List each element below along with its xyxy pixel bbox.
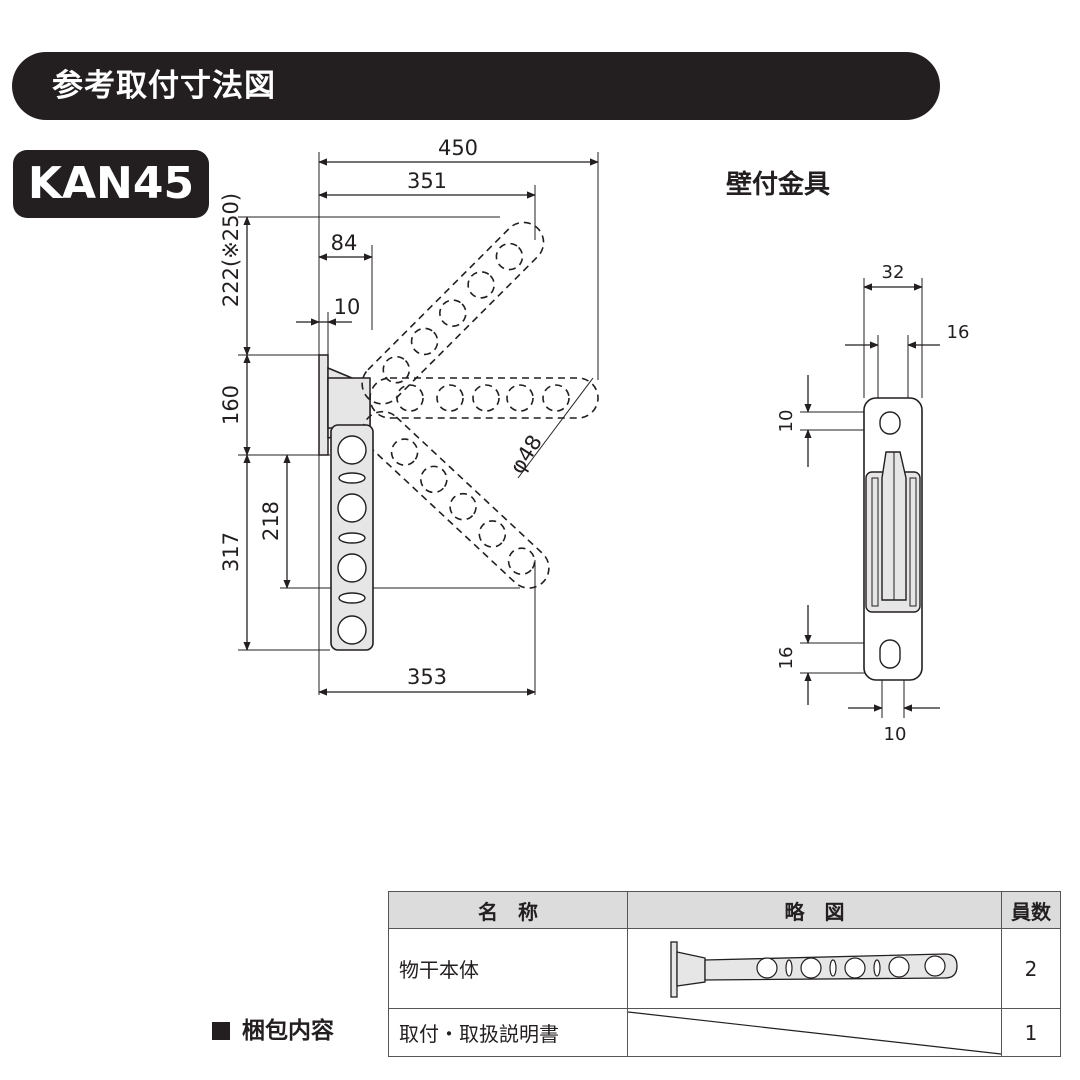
row-qty-main-body: 2 [1001, 928, 1061, 1009]
bracket-dimension-lines [804, 283, 940, 712]
dim-arm-width: 351 [407, 169, 447, 193]
arm-upper [361, 221, 545, 405]
dim-total-width: 450 [438, 136, 478, 160]
dim-lower-height: 317 [219, 532, 243, 572]
horizontal-dimension-lines [296, 158, 599, 696]
row-figure-manual [627, 1008, 1002, 1057]
dim-bracket-width: 32 [882, 262, 905, 283]
upper-slot [879, 411, 901, 435]
dim-hanger-drop: 218 [259, 501, 283, 541]
bracket-plate [863, 397, 923, 681]
dim-upper-height: 222(※250) [219, 193, 243, 307]
dim-slot-offset: 16 [947, 322, 970, 343]
model-label: KAN45 [27, 158, 195, 209]
section-title: 参考取付寸法図 [52, 68, 276, 104]
arm-horizontal [369, 377, 599, 419]
lower-slot [879, 639, 901, 669]
hanger-sketch-icon [669, 940, 958, 998]
header-qty: 員数 [1001, 891, 1061, 929]
dim-pipe-diameter: φ48 [505, 431, 547, 478]
row-name-manual: 取付・取扱説明書 [388, 1008, 628, 1057]
table-row: 取付・取扱説明書 1 [388, 1008, 1061, 1057]
diagonal-strike [628, 1010, 1001, 1055]
model-badge: KAN45 [13, 150, 209, 218]
package-title: 梱包内容 [212, 1016, 334, 1046]
extension-lines [238, 152, 599, 695]
row-figure-main-body [627, 928, 1002, 1009]
dim-bracket-height: 160 [219, 385, 243, 425]
dim-slot-lower: 16 [776, 647, 797, 670]
table-row: 物干本体 2 [388, 928, 1061, 1009]
diameter-leader [517, 377, 594, 479]
dim-bottom-width: 353 [407, 665, 447, 689]
table-header-row: 名 称 略 図 員数 [388, 891, 1061, 929]
bullet-square-icon [212, 1022, 230, 1040]
package-title-text: 梱包内容 [242, 1018, 334, 1044]
dim-bracket-offset: 84 [331, 231, 358, 255]
row-qty-manual: 1 [1001, 1008, 1061, 1057]
header-figure: 略 図 [627, 891, 1002, 929]
dimension-drawing: 450 351 84 10 353 222(※250) 160 317 218 … [219, 136, 970, 745]
dim-plate-thickness: 10 [334, 295, 361, 319]
section-banner: 参考取付寸法図 [12, 52, 940, 120]
vertical-dimension-lines [243, 216, 291, 651]
dim-bottom-slot: 10 [884, 724, 907, 745]
header-name: 名 称 [388, 891, 628, 929]
dim-slot-upper: 10 [776, 410, 797, 433]
package-table: 名 称 略 図 員数 物干本体 2 取付・取扱説明書 [388, 891, 1061, 1057]
bracket-title: 壁付金具 [726, 170, 831, 200]
row-name-main-body: 物干本体 [388, 928, 628, 1009]
arm-hanging [330, 424, 374, 651]
arm-positions-dashed [361, 221, 599, 589]
